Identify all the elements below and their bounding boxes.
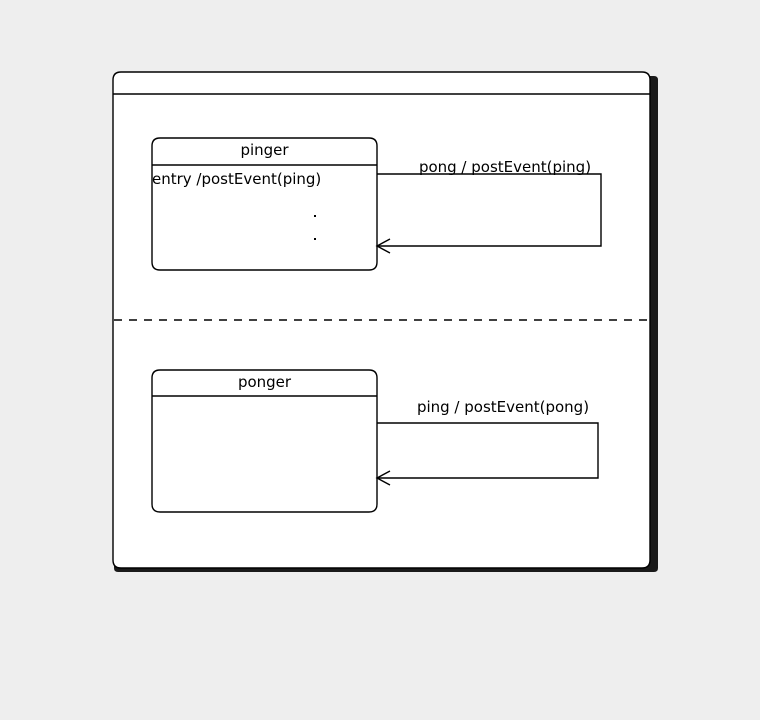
ponger-self-transition-label: ping / postEvent(pong) — [416, 398, 590, 416]
pinger-self-transition-label: pong / postEvent(ping) — [418, 158, 592, 176]
ponger-self-transition-arrowhead — [375, 470, 391, 486]
ponger-state-box[interactable] — [151, 369, 378, 513]
pinger-state-box[interactable] — [151, 137, 378, 271]
ponger-state-name: ponger — [237, 373, 292, 391]
ponger-self-transition-line[interactable] — [377, 422, 599, 479]
pinger-self-transition-line[interactable] — [377, 173, 602, 247]
pinger-state-body-text: entry /postEvent(ping) — [152, 170, 322, 188]
pinger-self-transition-arrowhead — [375, 238, 391, 254]
pinger-continuation-dot — [314, 215, 316, 217]
pinger-continuation-dot — [314, 238, 316, 240]
pinger-state-name: pinger — [240, 141, 289, 159]
